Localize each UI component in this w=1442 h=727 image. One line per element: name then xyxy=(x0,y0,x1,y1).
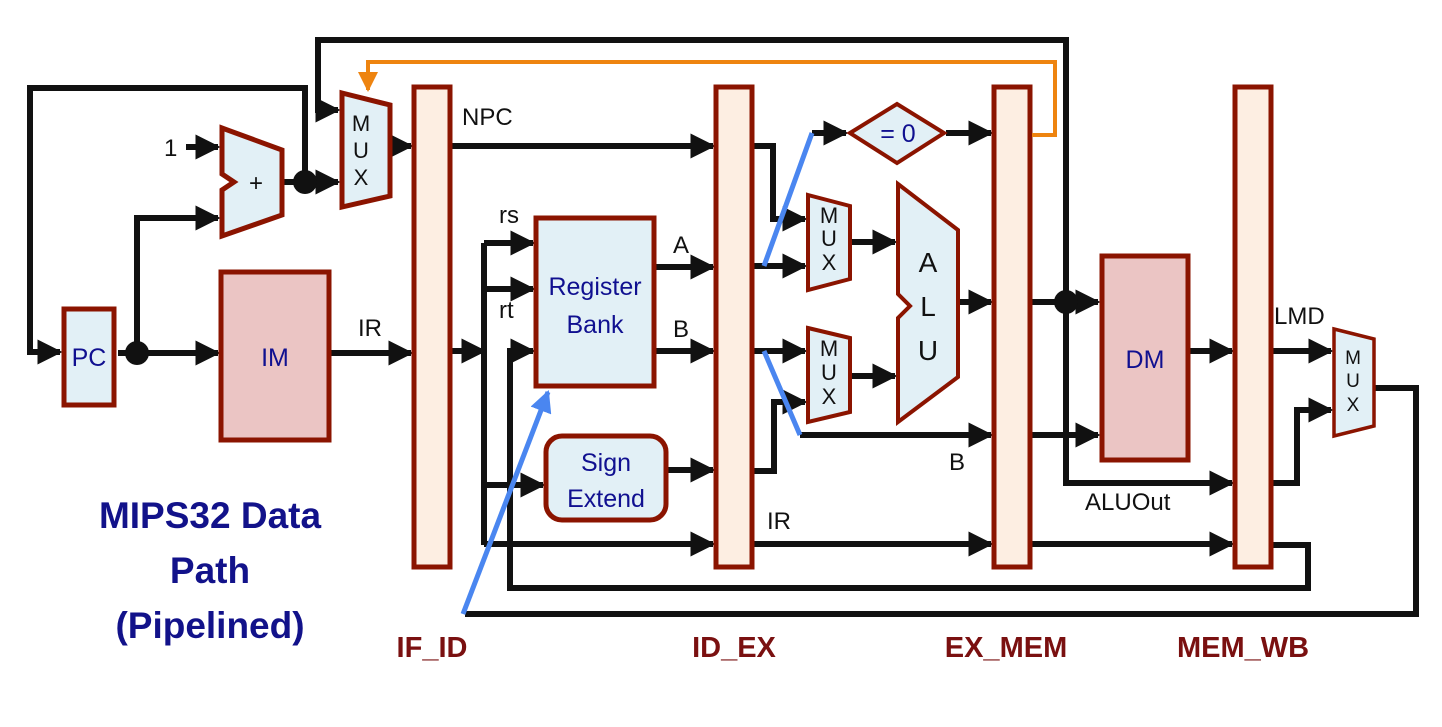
wire-imm-to-mux2 xyxy=(752,389,808,474)
pipeline-register-if-id xyxy=(411,84,453,570)
wire-wb-data xyxy=(465,385,1419,617)
mux-letter: X xyxy=(822,250,837,275)
mux-letter: X xyxy=(1347,395,1360,416)
mux-letter: M xyxy=(352,111,370,136)
alu-letter: U xyxy=(918,335,938,366)
pc-register: PC xyxy=(61,306,117,408)
sign-extend-label: Sign xyxy=(581,449,631,477)
wire-aluout-down xyxy=(1063,302,1235,496)
title-line: (Pipelined) xyxy=(115,605,304,646)
stage-label-id-ex: ID_EX xyxy=(692,632,776,664)
wire-npc-to-mux1 xyxy=(752,143,808,232)
pc-adder: + xyxy=(219,124,285,240)
wb-mux: M U X xyxy=(1332,326,1376,439)
signal-label-b-ex: B xyxy=(949,449,965,476)
data-memory: DM xyxy=(1099,253,1191,463)
junction-dot xyxy=(1054,290,1078,314)
register-bank-label: Bank xyxy=(567,311,624,339)
wire-npc-to-pc xyxy=(27,85,308,365)
mux-letter: M xyxy=(1345,348,1361,369)
mux-letter: M xyxy=(820,336,838,361)
annotation-line-forward-b xyxy=(761,350,803,436)
alu: A L U xyxy=(896,179,960,426)
signal-label-aluout: ALUOut xyxy=(1085,489,1171,516)
mux-letter: U xyxy=(1346,371,1360,392)
title-line: MIPS32 Data xyxy=(99,495,322,536)
mux-letter: X xyxy=(354,165,369,190)
wires xyxy=(27,37,1419,617)
signal-label-ir-ex: IR xyxy=(767,508,791,535)
register-bank-label: Register xyxy=(548,273,641,301)
alu-letter: L xyxy=(920,291,936,322)
signal-label-rs: rs xyxy=(499,202,519,229)
zero-test: = 0 xyxy=(846,101,948,166)
diagram-title: MIPS32 Data Path (Pipelined) xyxy=(99,495,322,646)
mux-letter: M xyxy=(820,203,838,228)
signal-label-lmd: LMD xyxy=(1274,303,1325,330)
pc-mux: M U X xyxy=(339,89,393,211)
pc-label: PC xyxy=(72,344,107,372)
signal-label-ir: IR xyxy=(358,315,382,342)
annotation-arrow-regbank xyxy=(460,389,552,615)
pipeline-register-ex-mem xyxy=(991,84,1033,570)
sign-extend-label: Extend xyxy=(567,485,645,513)
alu-mux-b: M U X xyxy=(806,325,852,425)
stage-label-mem-wb: MEM_WB xyxy=(1177,632,1309,664)
signal-label-b: B xyxy=(673,316,689,343)
wire-pc-to-adder xyxy=(134,205,221,352)
adder-symbol: + xyxy=(249,170,263,197)
signal-label-a: A xyxy=(673,232,689,259)
mux-letter: U xyxy=(821,226,837,251)
sign-extend: Sign Extend xyxy=(543,433,669,523)
junction-dot xyxy=(293,170,317,194)
mux-letter: U xyxy=(353,138,369,163)
mux-letter: U xyxy=(821,360,837,385)
im-label: IM xyxy=(261,344,289,372)
dm-label: DM xyxy=(1126,346,1165,374)
alu-mux-a: M U X xyxy=(806,192,852,293)
signal-label-rt: rt xyxy=(499,297,514,324)
instruction-memory: IM xyxy=(218,269,332,443)
annotation-line-forward-a xyxy=(761,132,815,267)
zero-test-label: = 0 xyxy=(880,120,915,148)
stage-label-ex-mem: EX_MEM xyxy=(945,632,1067,664)
junction-dot xyxy=(125,341,149,365)
alu-letter: A xyxy=(919,247,938,278)
wire-aluout-to-pcmux xyxy=(315,37,1069,302)
register-bank: Register Bank xyxy=(533,215,657,389)
stage-label-if-id: IF_ID xyxy=(397,632,468,664)
wire-aluout-to-wbmux xyxy=(1272,397,1334,486)
wire-wb-addr xyxy=(507,338,1311,591)
signal-label-npc: NPC xyxy=(462,104,513,131)
mux-letter: X xyxy=(822,384,837,409)
adder-const-label: 1 xyxy=(164,135,177,162)
title-line: Path xyxy=(170,550,250,591)
pipeline-register-mem-wb xyxy=(1232,84,1274,570)
pipeline-register-id-ex xyxy=(713,84,755,570)
